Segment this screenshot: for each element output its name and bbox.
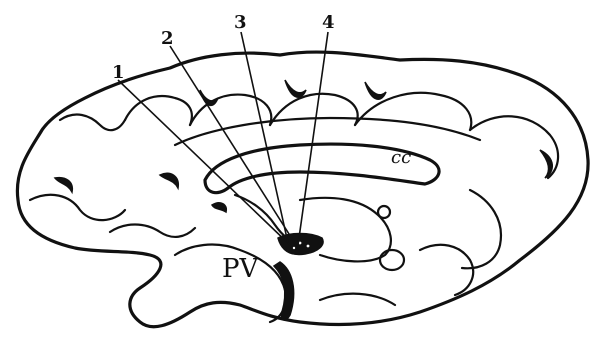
sulcus-mark-5 — [55, 178, 72, 192]
label-1: 1 — [112, 62, 125, 83]
gyrus-line-10 — [420, 245, 473, 295]
sulcus-mark-4 — [540, 150, 552, 178]
gyrus-line-6 — [470, 116, 558, 178]
gyrus-line-11 — [320, 294, 395, 305]
label-3: 3 — [234, 12, 247, 33]
pulvinar-dot-2 — [307, 245, 310, 248]
pointer-line-1 — [118, 80, 290, 245]
gyrus-line-7 — [30, 195, 125, 220]
pulvinar-dot-3 — [293, 247, 295, 249]
gyrus-line-1 — [60, 115, 125, 131]
label-cc: cc — [391, 147, 411, 168]
label-2: 2 — [161, 28, 174, 49]
pointer-line-2 — [170, 46, 296, 245]
gyrus-line-5 — [355, 93, 471, 130]
cingulate-sulcus — [175, 118, 480, 145]
sulcus-mark-3 — [365, 82, 386, 99]
small-dark-mark — [212, 203, 226, 212]
pointer-line-4 — [298, 32, 328, 245]
gyrus-line-2 — [125, 96, 192, 125]
sulcus-mark-2 — [285, 80, 306, 97]
label-4: 4 — [322, 12, 335, 33]
sulcus-mark-6 — [160, 173, 178, 188]
collicular-band — [274, 262, 294, 320]
label-pv: PV — [222, 254, 259, 284]
gyrus-line-8 — [110, 225, 195, 237]
mammillary-body — [380, 250, 404, 270]
